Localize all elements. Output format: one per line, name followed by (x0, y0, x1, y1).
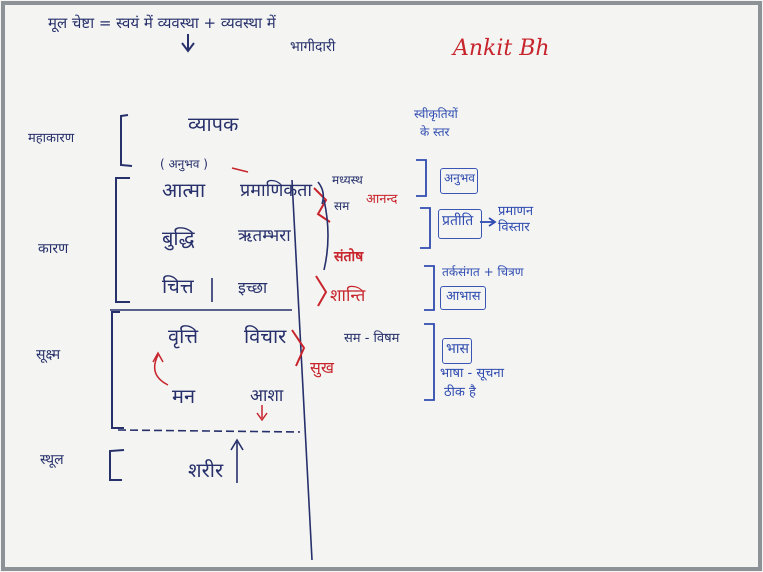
text-anand: आनन्द (366, 192, 398, 207)
text-vritti: वृत्ति (168, 324, 199, 348)
bracket-karan (115, 177, 130, 303)
aasha-arrowhead (256, 412, 268, 422)
bracket-sukshm (111, 311, 124, 429)
text-tarksangat: तर्कसंगत + चित्रण (442, 265, 524, 279)
text-chitt: चित्त (162, 274, 194, 298)
heading-sweekritiyon: स्वीकृतियों (414, 107, 458, 121)
text-man: मन (172, 384, 196, 408)
text-pramanikta: प्रमाणिकता (240, 180, 313, 201)
signature: Ankit Bh (453, 36, 550, 61)
middle-bracket (317, 181, 329, 271)
bracket-anubhav (416, 159, 427, 197)
bracket-pratiti (420, 207, 431, 249)
bracket-sthul (109, 449, 125, 481)
vertical-divider (291, 179, 313, 561)
man-arrowhead (152, 351, 164, 363)
bracket-aabhas (424, 265, 435, 311)
text-bhasha-suchna: भाषा - सूचना (440, 366, 504, 381)
brace-anand (313, 187, 331, 223)
text-shanti: शान्ति (330, 286, 366, 306)
text-sukh: सुख (310, 358, 334, 377)
tick-under-anubhav (231, 167, 249, 173)
label-karan: कारण (38, 241, 69, 257)
bracket-bhas (424, 323, 435, 401)
red-braces (291, 187, 331, 367)
text-sam: सम (334, 199, 350, 213)
text-theek-hai: ठीक है (444, 385, 476, 400)
text-aabhas: आभास (446, 289, 481, 304)
text-anubhav-center: ( अनुभव ) (160, 157, 208, 171)
text-sharir: शरीर (188, 458, 224, 482)
header-line-2: भागीदारी (290, 39, 336, 55)
arrow-pratiti-head (488, 217, 497, 227)
text-sam-visham: सम - विषम (344, 331, 400, 346)
label-mahakaran: महाकारण (28, 131, 75, 146)
text-buddhi: बुद्धि (162, 226, 195, 250)
text-madhyasth: मध्यस्थ (332, 173, 363, 187)
man-to-vritti-arrow (153, 354, 169, 386)
text-vistar: विस्तार (498, 220, 530, 235)
text-ichchha: इच्छा (238, 278, 268, 297)
text-pratiti: प्रतीति (442, 213, 474, 229)
text-vyapak: व्यापक (188, 112, 239, 136)
bracket-mahakaran (120, 114, 133, 167)
heading-ke-star: के स्तर (420, 125, 450, 139)
text-pramanan: प्रमाणन (498, 204, 534, 219)
brace-shanti (315, 275, 328, 307)
text-santosh: संतोष (334, 249, 364, 265)
box-anubhav (440, 168, 478, 194)
text-anubhav-right: अनुभव (444, 171, 475, 185)
down-arrow (181, 34, 195, 53)
right-brackets (416, 159, 497, 401)
text-bhas: भास (446, 341, 469, 357)
header-line-1: मूल चेष्टा = स्वयं में व्यवस्था + व्यवस्… (48, 14, 276, 32)
dashed-body-line (117, 429, 301, 433)
label-sthul: स्थूल (40, 452, 64, 468)
label-sukshm: सूक्ष्म (36, 347, 61, 363)
text-atma: आत्मा (162, 178, 206, 202)
box-pratiti (438, 209, 482, 239)
flow-arrows (152, 167, 268, 422)
sharir-arrowhead (230, 438, 244, 451)
text-ritambhara: ऋतम्भरा (238, 226, 291, 246)
brace-sukh (291, 329, 306, 367)
text-aasha: आशा (250, 386, 284, 406)
left-brackets (109, 114, 133, 481)
box-aabhas (440, 286, 486, 310)
text-vichar: विचार (244, 324, 287, 348)
divider-lines (110, 179, 313, 561)
box-bhas (442, 338, 472, 364)
